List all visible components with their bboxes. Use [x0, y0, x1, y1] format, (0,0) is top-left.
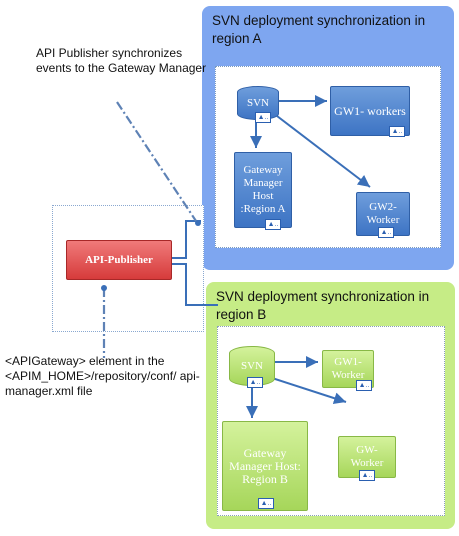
api-publisher-label: API-Publisher: [85, 253, 153, 266]
deployment-badge-icon: ▲..: [265, 219, 281, 230]
region-b-svn-label: SVN: [240, 360, 263, 372]
deployment-badge-icon: ▲..: [378, 227, 394, 238]
region-a-svn-label: SVN: [246, 97, 269, 109]
region-b-title: SVN deployment synchronization in region…: [216, 289, 430, 322]
deployment-badge-icon: ▲..: [389, 126, 405, 137]
region-b-gw1-label: GW1- Worker: [331, 356, 365, 381]
deployment-badge-icon: ▲..: [255, 112, 271, 123]
region-b-gateway-manager-label: Gateway Manager Host: Region B: [229, 445, 301, 486]
region-b-gw1-node: GW1- Worker: [322, 350, 374, 388]
deployment-badge-icon: ▲..: [258, 498, 274, 509]
api-publisher-node: API-Publisher: [66, 240, 172, 280]
region-a-title: SVN deployment synchronization in region…: [212, 13, 426, 46]
deployment-badge-icon: ▲..: [247, 377, 263, 388]
gateway-config-note: <APIGateway> element in the <APIM_HOME>/…: [5, 354, 200, 398]
deployment-badge-icon: ▲..: [359, 470, 375, 481]
publisher-sync-note: API Publisher synchronizes events to the…: [36, 46, 207, 75]
region-b-gw2-label: GW- Worker: [350, 444, 384, 469]
region-a-gateway-manager-node: Gateway Manager Host :Region A: [234, 152, 292, 228]
region-a-gateway-manager-label: Gateway Manager Host :Region A: [240, 164, 286, 215]
deployment-badge-icon: ▲..: [356, 380, 372, 391]
region-a-gw1-label: GW1- workers: [334, 103, 406, 118]
region-b-gateway-manager-node: Gateway Manager Host: Region B: [222, 421, 308, 511]
region-a-gw2-label: GW2- Worker: [366, 201, 400, 226]
